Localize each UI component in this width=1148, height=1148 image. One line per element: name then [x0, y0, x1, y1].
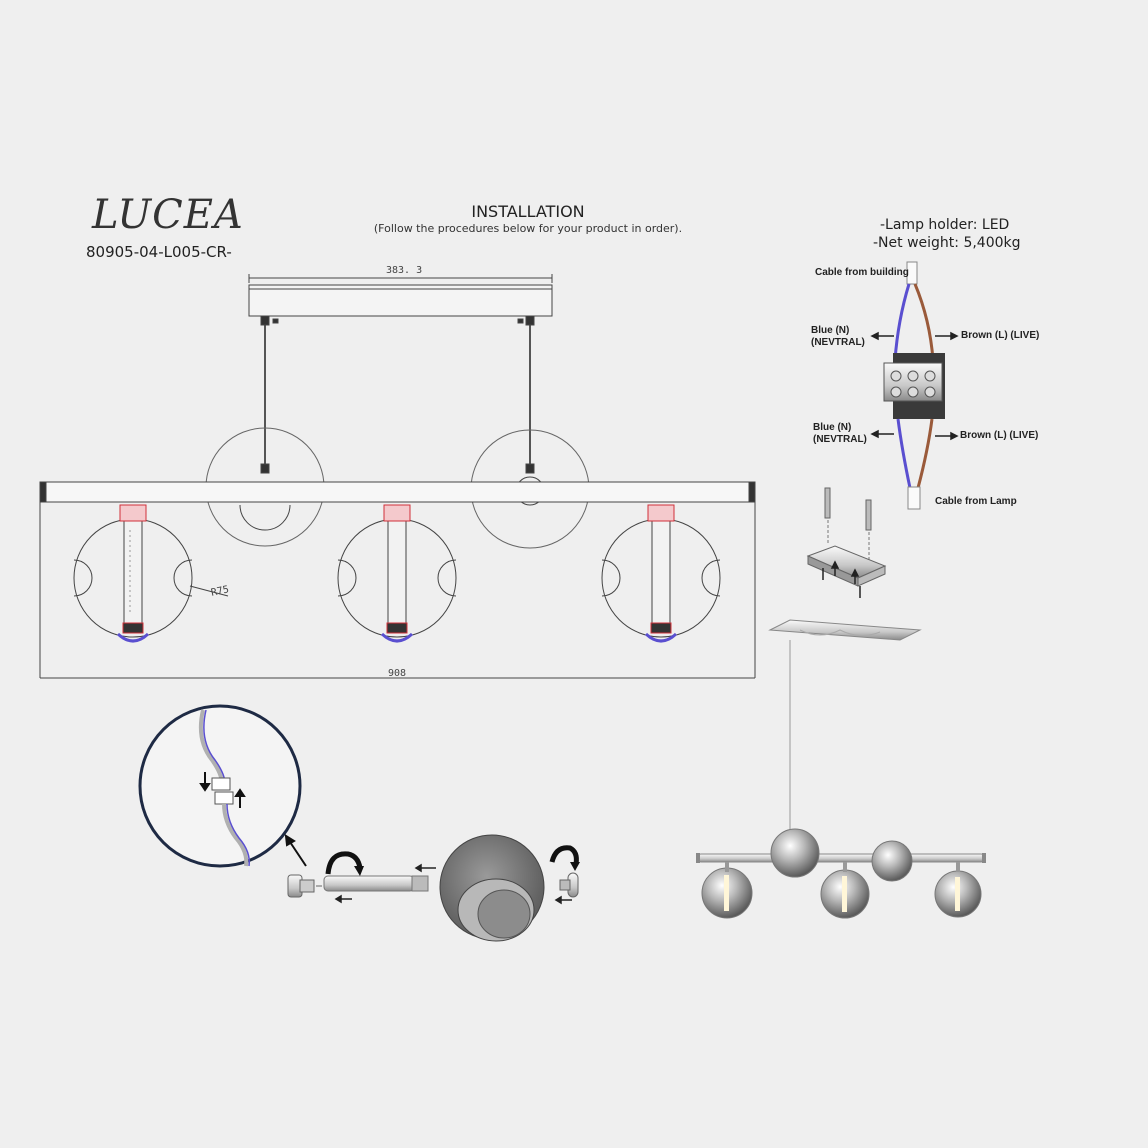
total-width-dimension: 908 [388, 668, 407, 679]
elevation-drawing [39, 274, 756, 679]
label-brown-live-bottom: Brown (L) (LIVE) [960, 430, 1039, 441]
exploded-globe-assembly [287, 834, 580, 942]
canopy-width-dimension: 383. 3 [386, 265, 423, 276]
spec-net-weight: -Net weight: 5,400kg [873, 235, 1021, 251]
label-neutral: (NEVTRAL) [811, 337, 865, 348]
page-title: INSTALLATION [471, 202, 585, 221]
product-render [696, 828, 986, 919]
front-globe-2 [337, 504, 457, 643]
label-neutral: (NEVTRAL) [813, 434, 867, 445]
label-brown-live-top: Brown (L) (LIVE) [961, 330, 1040, 341]
label-blue-n: Blue (N) [813, 422, 852, 433]
label-blue-neutral-top: Blue (N) (NEVTRAL) [811, 325, 865, 349]
canopy-plate-3d [768, 619, 922, 855]
page-subtitle: (Follow the procedures below for your pr… [373, 222, 683, 235]
connector-detail [138, 704, 307, 868]
label-blue-neutral-bottom: Blue (N) (NEVTRAL) [813, 422, 867, 446]
wiring-diagram [870, 261, 959, 510]
model-number: 80905-04-L005-CR- [86, 243, 232, 261]
brand-name: LUCEA [92, 192, 244, 238]
label-cable-from-building: Cable from building [815, 267, 909, 278]
front-globe-1 [73, 504, 229, 643]
label-blue-n: Blue (N) [811, 325, 850, 336]
front-globe-3 [601, 504, 721, 643]
spec-lamp-holder: -Lamp holder: LED [880, 217, 1010, 233]
mounting-bracket [806, 487, 887, 598]
label-cable-from-lamp: Cable from Lamp [935, 496, 1017, 507]
